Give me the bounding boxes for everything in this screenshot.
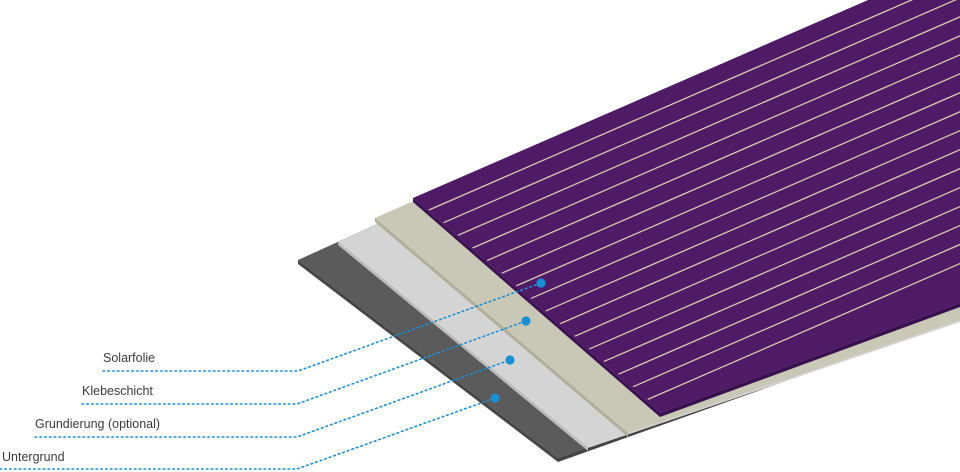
leader-line-grundierung bbox=[34, 359, 511, 438]
cell-line bbox=[645, 66, 960, 401]
cell-line bbox=[616, 41, 960, 376]
layer-untergrund-edge bbox=[298, 260, 558, 462]
leader-line-untergrund bbox=[0, 397, 496, 470]
marker-dot-solarfolie bbox=[536, 278, 546, 288]
cell-line bbox=[587, 16, 960, 351]
label-solarfolie: Solarfolie bbox=[103, 351, 155, 365]
cell-line bbox=[441, 0, 960, 224]
cell-line bbox=[601, 28, 960, 363]
marker-dot-klebeschicht bbox=[521, 316, 531, 326]
layer-solarfolie-edge bbox=[413, 198, 660, 417]
label-klebeschicht: Klebeschicht bbox=[82, 384, 153, 398]
cell-line bbox=[558, 0, 960, 326]
solar-cell-lines bbox=[427, 0, 960, 401]
marker-dot-untergrund bbox=[490, 393, 500, 403]
cell-line bbox=[630, 53, 960, 389]
label-untergrund: Untergrund bbox=[2, 450, 65, 464]
cell-line bbox=[485, 0, 960, 262]
layer-klebeschicht-edge bbox=[375, 218, 628, 437]
cell-line bbox=[514, 0, 960, 288]
marker-dot-grundierung bbox=[505, 355, 515, 365]
cell-line bbox=[572, 3, 960, 338]
layer-grundierung-edge bbox=[338, 242, 588, 451]
label-grundierung: Grundierung (optional) bbox=[35, 417, 160, 431]
cell-line bbox=[543, 0, 960, 313]
cell-line bbox=[427, 0, 960, 212]
cell-line bbox=[456, 0, 960, 237]
cell-line bbox=[470, 0, 960, 250]
cell-line bbox=[499, 0, 960, 275]
layer-solarfolie-front-edge bbox=[660, 303, 960, 417]
leader-line-klebeschicht bbox=[81, 320, 527, 405]
cell-line bbox=[528, 0, 960, 300]
